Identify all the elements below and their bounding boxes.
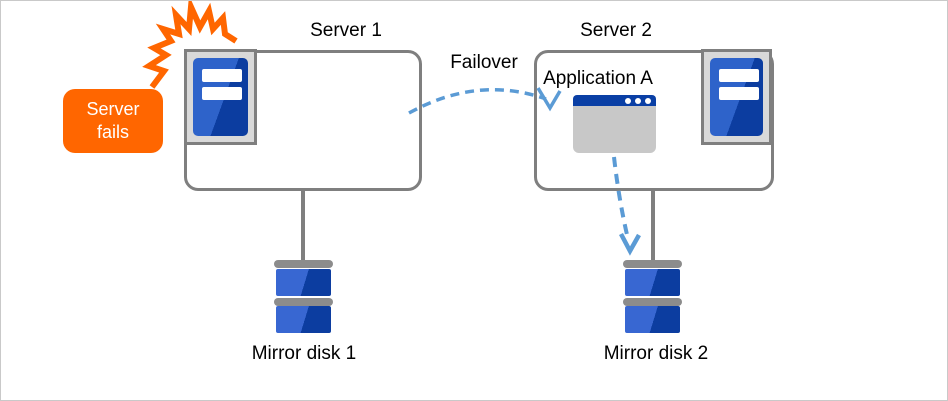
- server-tower-icon: [193, 58, 248, 136]
- app-to-disk-arrowhead-icon: [619, 232, 641, 256]
- server-slot-icon: [719, 87, 759, 100]
- server-icon: [701, 49, 772, 145]
- failover-arrow: [408, 87, 547, 115]
- app-window-titlebar: [573, 95, 656, 106]
- application-label: Application A: [543, 68, 653, 89]
- disk-platter: [276, 269, 331, 296]
- app-window-body: [573, 106, 656, 153]
- disk-cap: [274, 298, 333, 306]
- server-slot-icon: [202, 69, 242, 82]
- disk-cap: [274, 260, 333, 268]
- server-tower-icon: [710, 58, 763, 136]
- window-dot-icon: [625, 98, 631, 104]
- mirror-disk2-label: Mirror disk 2: [603, 343, 709, 364]
- window-dot-icon: [645, 98, 651, 104]
- disk-cap: [623, 260, 682, 268]
- server1-label: Server 1: [310, 20, 382, 41]
- mirror-disk1-label: Mirror disk 1: [251, 343, 357, 364]
- disk-platter: [276, 306, 331, 333]
- disk-cap: [623, 298, 682, 306]
- disk-platter: [625, 306, 680, 333]
- window-dot-icon: [635, 98, 641, 104]
- server-slot-icon: [202, 87, 242, 100]
- failover-label: Failover: [450, 52, 518, 73]
- server-slot-icon: [719, 69, 759, 82]
- server2-label: Server 2: [580, 20, 652, 41]
- mirror-disk-icon: [274, 260, 333, 334]
- server-fails-badge: Server fails: [63, 89, 163, 153]
- disk-platter: [625, 269, 680, 296]
- server-icon: [184, 49, 257, 145]
- mirror-disk-icon: [623, 260, 682, 334]
- app-window-icon: [573, 95, 656, 153]
